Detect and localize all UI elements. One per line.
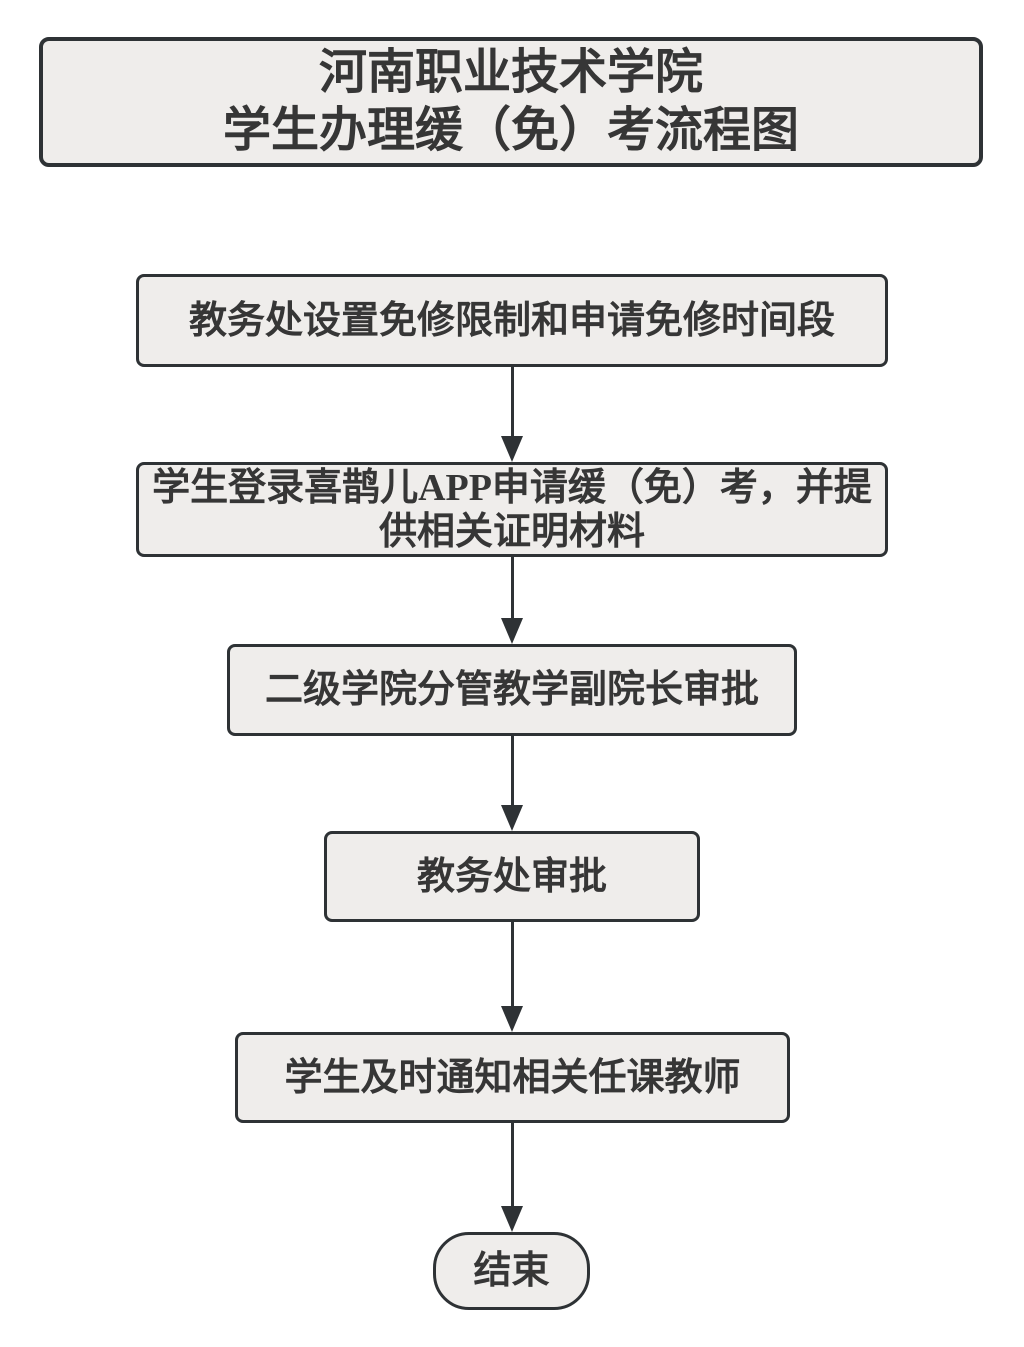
flow-step-label: 二级学院分管教学副院长审批 — [264, 669, 759, 711]
flowchart-title-line2: 学生办理缓（免）考流程图 — [222, 104, 799, 157]
flow-step-academic-affairs-approval: 教务处审批 — [324, 831, 700, 922]
arrow-down-icon — [501, 618, 523, 644]
connector-arrow-5 — [500, 1123, 524, 1232]
flow-end-label: 结束 — [473, 1250, 550, 1292]
flow-step-set-exemption-limits: 教务处设置免修限制和申请免修时间段 — [136, 274, 888, 367]
arrow-line — [510, 922, 514, 1008]
flow-step-label: 学生及时通知相关任课教师 — [284, 1056, 741, 1099]
connector-arrow-2 — [500, 557, 524, 644]
flow-step-label-line2: 供相关证明材料 — [378, 510, 645, 553]
flow-step-label-line1: 学生登录喜鹊儿APP申请缓（免）考，并提 — [152, 466, 872, 509]
flow-step-college-vice-dean-approval: 二级学院分管教学副院长审批 — [227, 644, 797, 736]
flow-step-label: 教务处设置免修限制和申请免修时间段 — [188, 299, 835, 342]
arrow-line — [510, 736, 514, 807]
arrow-down-icon — [501, 805, 523, 831]
arrow-down-icon — [501, 1206, 523, 1232]
arrow-down-icon — [501, 1006, 523, 1032]
connector-arrow-4 — [500, 922, 524, 1032]
flowchart-title-line1: 河南职业技术学院 — [318, 46, 703, 99]
flow-end-node: 结束 — [433, 1232, 590, 1310]
flow-step-student-apply-app: 学生登录喜鹊儿APP申请缓（免）考，并提 供相关证明材料 — [136, 462, 888, 557]
connector-arrow-1 — [500, 367, 524, 462]
arrow-down-icon — [501, 436, 523, 462]
flow-step-label: 教务处审批 — [416, 855, 607, 898]
connector-arrow-3 — [500, 736, 524, 831]
flowchart-title-box: 河南职业技术学院 学生办理缓（免）考流程图 — [39, 37, 983, 167]
arrow-line — [510, 1123, 514, 1208]
flow-step-notify-teachers: 学生及时通知相关任课教师 — [235, 1032, 790, 1123]
arrow-line — [510, 367, 514, 438]
arrow-line — [510, 557, 514, 620]
